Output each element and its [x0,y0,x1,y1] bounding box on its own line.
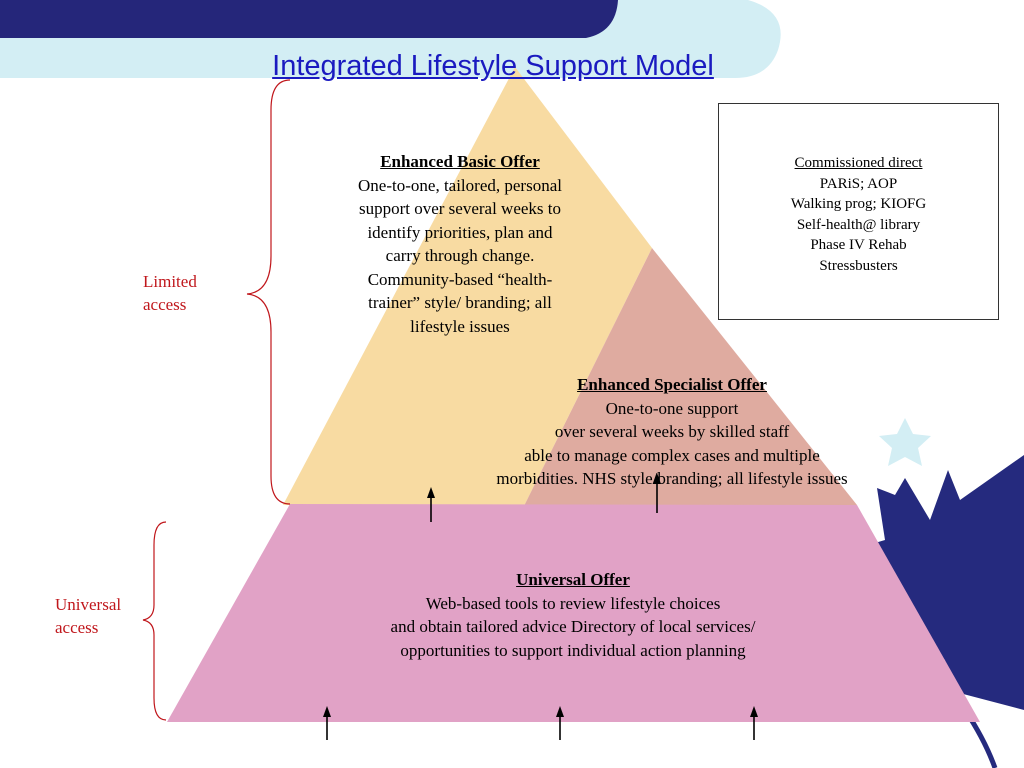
tier-universal-shape [167,504,980,722]
arrow-universal-middle [556,706,564,740]
tier-basic-line: lifestyle issues [410,316,510,336]
arrow-head [427,487,435,498]
commissioned-item: Walking prog; KIOFG [790,196,927,212]
tier-specialist-heading: Enhanced Specialist Offer [577,375,767,394]
tier-basic-line: carry through change. [385,246,535,265]
universal-access-line: access [55,618,99,637]
commissioned-item: Self-health@ library [796,216,921,233]
tier-specialist-line: One-to-one support [605,398,739,418]
tier-basic-line: identify priorities, plan and [367,222,553,242]
tier-basic-line: One-to-one, tailored, personal [358,175,562,195]
page-title: Integrated Lifestyle Support Model [272,50,714,82]
commissioned-item: PARiS; AOP [819,175,898,192]
tier-universal-line: and obtain tailored advice Directory of … [390,617,756,636]
commissioned-services-box: Commissioned direct PARiS; AOP Walking p… [718,103,999,320]
commissioned-item: Stressbusters [819,257,898,274]
universal-access-label: Universal access [55,593,121,639]
commissioned-item: Phase IV Rehab [810,237,907,253]
top-banner [0,0,781,78]
tier-specialist-line: over several weeks by skilled staff [554,422,790,441]
arrow-universal-right [750,706,758,740]
arrow-specialist [653,473,661,513]
commissioned-heading: Commissioned direct [794,155,923,171]
tier-specialist-line: able to manage complex cases and multipl… [524,445,820,465]
universal-access-line: Universal [55,595,122,614]
tier-basic-line: support over several weeks to [358,199,562,218]
tier-specialist-line: morbidities. NHS style/branding; all lif… [496,469,848,488]
tier-universal-line: Web-based tools to review lifestyle choi… [425,593,721,613]
arrow-basic [427,487,435,522]
arrow-head [750,706,758,717]
tier-universal-line: opportunities to support individual acti… [400,640,746,660]
universal-access-brace [142,521,167,721]
tier-universal-text: Universal Offer Web-based tools to revie… [340,568,806,662]
tier-basic-text: Enhanced Basic Offer One-to-one, tailore… [330,150,590,338]
tier-specialist-shape [523,248,857,508]
tier-basic-line: Community-based “health- [367,269,553,289]
star-icon [879,418,931,466]
tier-basic-line: trainer” style/ branding; all [368,293,552,312]
limited-access-line: access [143,295,187,314]
tier-basic-shape [283,67,652,508]
tier-basic-heading: Enhanced Basic Offer [380,152,540,171]
arrow-universal-left [323,706,331,740]
tier-universal-heading: Universal Offer [516,570,630,589]
tier-specialist-text: Enhanced Specialist Offer One-to-one sup… [462,373,882,491]
banner-navy-shape [0,0,618,38]
limited-access-brace [246,79,291,505]
arrow-head [556,706,564,717]
limited-access-label: Limited access [143,270,197,316]
arrow-head [653,473,661,484]
limited-access-line: Limited [143,272,197,291]
arrow-head [323,706,331,717]
